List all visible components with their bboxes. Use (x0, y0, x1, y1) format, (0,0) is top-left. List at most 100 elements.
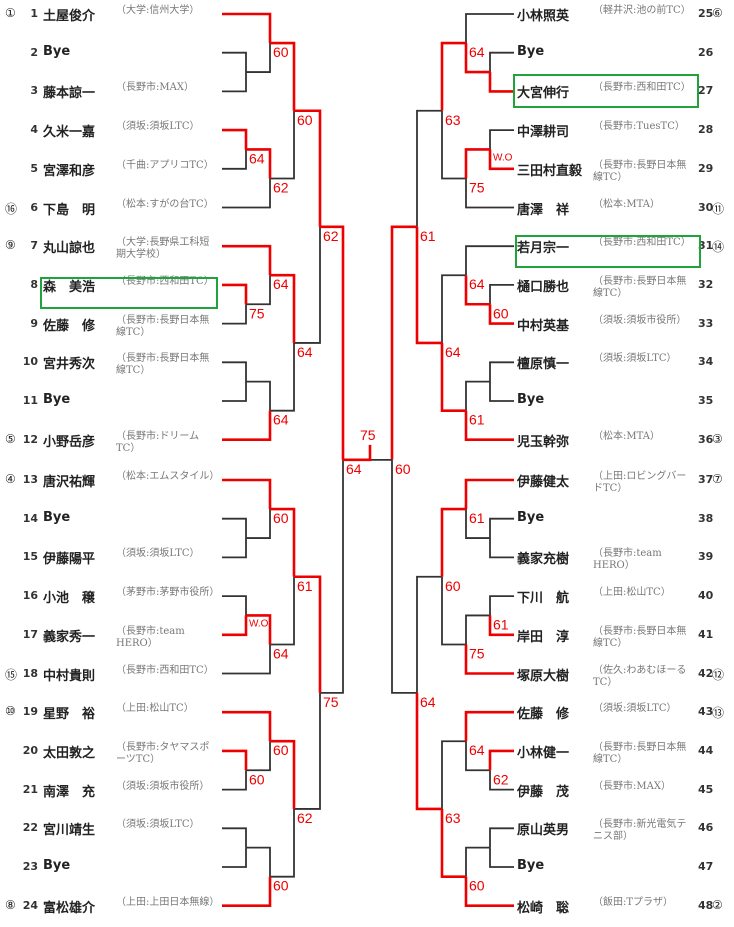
draw-number: 16 (22, 589, 38, 603)
draw-number: 7 (30, 239, 38, 253)
match-score: 60 (249, 771, 265, 787)
bracket-line-winner (464, 275, 490, 306)
bracket-line-winner (222, 12, 272, 44)
player-affiliation: （松本:MTA） (593, 430, 660, 442)
draw-number: 17 (22, 627, 38, 641)
bracket-line-winner (488, 149, 514, 171)
player-affiliation: （長野市:新光電気テニス部） (593, 819, 687, 843)
bracket-line (416, 109, 442, 227)
match-score: 64 (469, 742, 485, 758)
player-affiliation: （長野市:西和田TC） (593, 237, 691, 249)
player-affiliation: （須坂:須坂市役所） (593, 314, 687, 326)
match-score: 75 (249, 305, 265, 321)
seed-marker: ⑧ (5, 897, 16, 912)
match-score: 64 (249, 150, 265, 166)
player-affiliation: （大学:長野県工科短期大学校） (116, 237, 210, 261)
match-score: 61 (469, 510, 485, 526)
player-name: 佐藤 修 (43, 318, 96, 334)
player-affiliation: （長野市:長野日本無線TC） (116, 314, 210, 338)
draw-number: 2 (30, 45, 38, 59)
match-score: 63 (445, 810, 461, 826)
draw-number: 42 (698, 666, 714, 680)
seed-marker: ① (5, 6, 16, 20)
player-name: Bye (43, 392, 71, 407)
bracket-line (222, 381, 247, 402)
bracket-line (489, 770, 514, 791)
draw-number: 27 (698, 84, 714, 98)
player-affiliation: （須坂:須坂LTC） (593, 353, 677, 365)
player-affiliation: （長野市:長野日本無線TC） (593, 275, 687, 299)
player-affiliation: （軽井沢:池の前TC） (593, 5, 691, 16)
draw-number: 45 (698, 782, 714, 796)
draw-number: 43 (698, 705, 714, 719)
player-name: Bye (517, 858, 545, 873)
draw-number: 37 (698, 473, 714, 486)
bracket-line (465, 245, 514, 276)
match-score: 64 (273, 645, 289, 661)
draw-number: 24 (22, 898, 38, 912)
player-affiliation: （長野市:タヤマスポーツTC） (116, 741, 210, 765)
draw-number: 46 (698, 821, 714, 835)
bracket-line (465, 846, 490, 877)
player-name: 星野 裕 (43, 707, 96, 723)
match-score: 60 (297, 112, 313, 128)
highlight-box-player-27 (513, 74, 699, 108)
draw-number: 9 (30, 316, 38, 330)
match-score: 62 (297, 810, 313, 826)
player-name: Bye (517, 43, 545, 59)
final-line-left (343, 444, 372, 462)
player-affiliation: （佐久:わあむほーるTC） (593, 664, 687, 688)
match-score: 64 (297, 344, 313, 360)
player-affiliation: （千曲:アプリコTC） (116, 159, 214, 171)
player-affiliation: （大学:信州大学） (116, 5, 200, 16)
bracket-line-winner (440, 342, 466, 412)
draw-number: 10 (22, 355, 38, 369)
player-row: 11 Bye (0, 392, 734, 422)
match-score: 62 (323, 228, 339, 244)
player-name: 下島 明 (43, 202, 96, 218)
bracket-line-winner (415, 692, 442, 811)
draw-number: 18 (22, 666, 38, 680)
bracket-line-winner (464, 43, 490, 74)
bracket-line (465, 178, 514, 209)
draw-number: 5 (30, 161, 38, 175)
draw-number: 11 (22, 394, 38, 407)
bracket-line (489, 827, 514, 848)
draw-number: 35 (698, 394, 714, 407)
bracket-line (270, 808, 295, 878)
match-score: 60 (469, 878, 485, 894)
match-score: W.O (249, 618, 269, 629)
seed-marker: ④ (5, 472, 16, 486)
draw-number: 8 (30, 277, 38, 291)
player-affiliation: （須坂:須坂LTC） (593, 703, 677, 715)
draw-number: 33 (698, 316, 714, 330)
bracket-line (270, 342, 295, 412)
draw-number: 4 (30, 123, 38, 137)
draw-number: 6 (30, 200, 38, 214)
player-name: 中村英基 (517, 318, 570, 334)
player-affiliation: （上田:ロビングバードTC） (593, 471, 687, 494)
player-name: 中村貴則 (43, 668, 96, 684)
player-affiliation: （長野市:長野日本無線TC） (116, 353, 210, 377)
draw-number: 12 (22, 432, 38, 446)
player-affiliation: （茅野市:茅野市役所） (116, 587, 220, 599)
bracket-line-winner (390, 225, 417, 460)
player-name: 小林健一 (517, 745, 570, 761)
draw-number: 30 (698, 200, 714, 214)
match-score: W.O (493, 152, 513, 163)
bracket-line (246, 43, 271, 73)
bracket-line-winner (270, 507, 296, 577)
player-row: Bye 35 (0, 392, 734, 422)
bracket-line (222, 149, 247, 170)
draw-number: 15 (22, 550, 38, 564)
draw-number: 14 (22, 511, 38, 525)
